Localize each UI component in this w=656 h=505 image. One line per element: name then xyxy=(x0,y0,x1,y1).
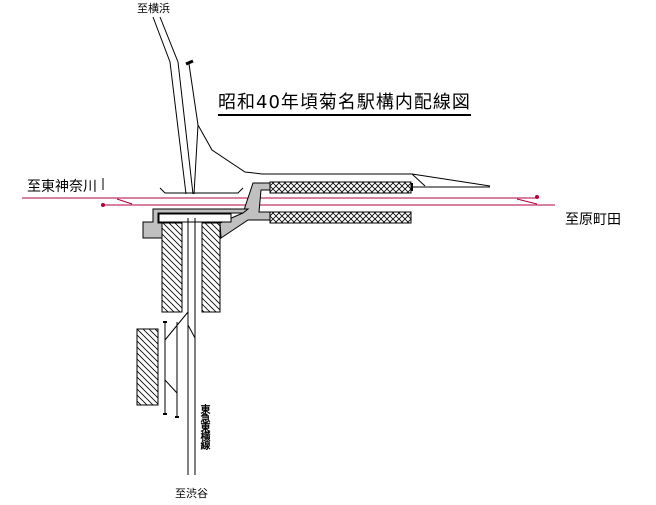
diagram-title: 昭和40年頃菊名駅構内配線図 xyxy=(218,92,471,116)
label-to-haramachida: 至原町田 xyxy=(565,212,621,228)
label-to-higashikanagawa: 至東神奈川 xyxy=(27,179,97,195)
jr-platform-2 xyxy=(269,211,412,224)
tokyu-platform-right xyxy=(201,222,221,313)
yokohama-line-tracks xyxy=(102,16,491,195)
siding-platform xyxy=(136,328,159,406)
label-to-yokohama: 至横浜 xyxy=(137,2,170,15)
tokyu-line-tracks xyxy=(164,218,196,475)
buffer-stop-icon xyxy=(185,59,194,66)
jr-main-lines xyxy=(22,197,555,206)
label-to-shibuya: 至渋谷 xyxy=(175,487,208,500)
buffer-stop-icon xyxy=(411,183,413,191)
track-end-marker xyxy=(535,195,539,199)
siding-end-markers xyxy=(163,321,179,418)
jr-platform-1 xyxy=(269,181,412,194)
track-end-marker xyxy=(101,203,105,207)
tokyu-platform-left xyxy=(161,222,183,313)
label-toyoko-line: 東急東横線 xyxy=(198,404,209,449)
